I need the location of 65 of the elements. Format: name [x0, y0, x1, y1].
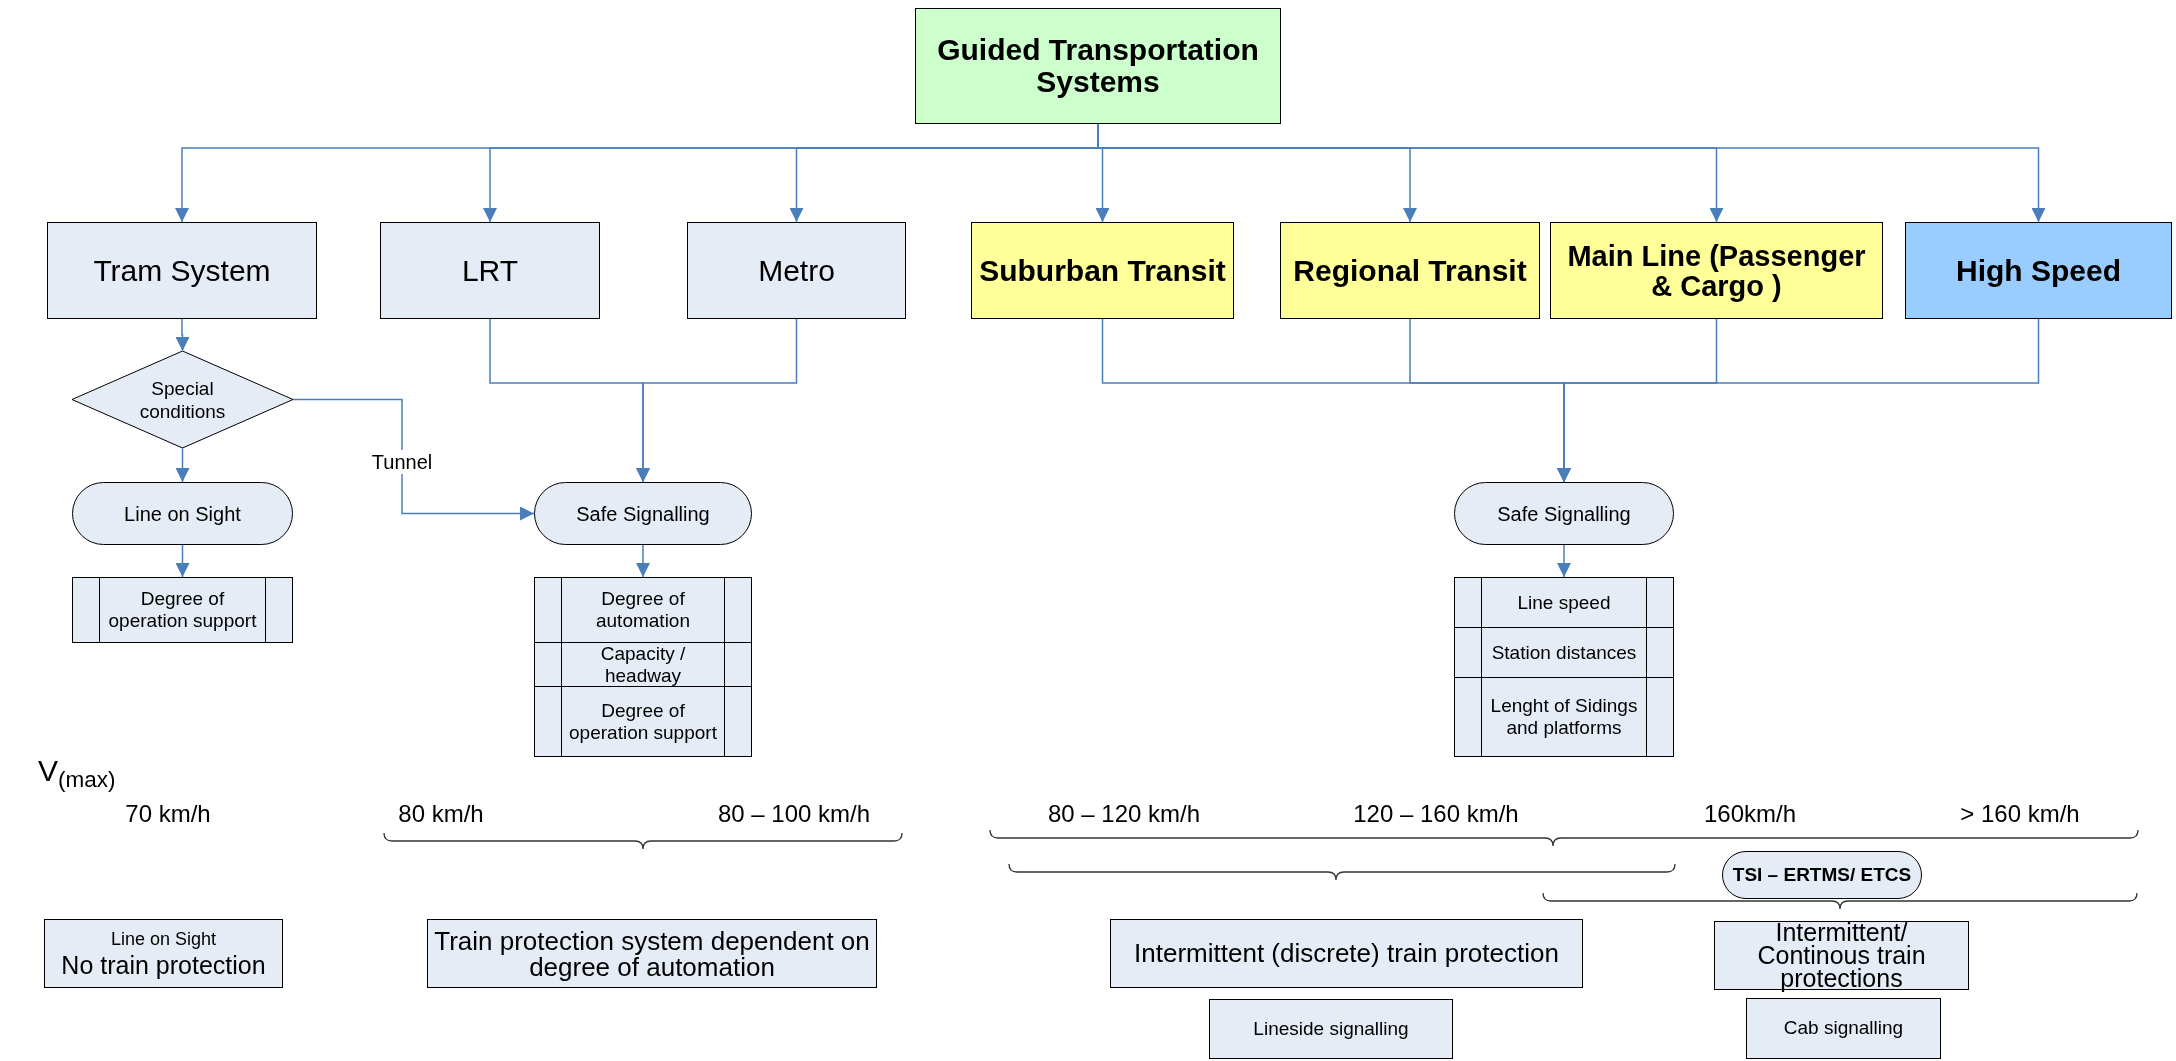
- node-label: Line on Sight: [123, 501, 242, 527]
- category-box: [380, 222, 600, 319]
- process-box: [534, 577, 752, 643]
- process-box: [1454, 577, 1674, 628]
- node-label: Main Line (Passenger & Cargo ): [1566, 240, 1867, 301]
- process-box: [72, 577, 293, 643]
- node-label: Guided Transportation Systems: [936, 34, 1260, 98]
- node-label: Intermittent/ Continous train protections: [1756, 921, 1927, 990]
- root-box: [915, 8, 1281, 124]
- speed-label: 70 km/h: [125, 799, 211, 829]
- connector-arrow: [175, 318, 190, 352]
- node-label: Cab signalling: [1782, 1016, 1905, 1041]
- node-label: Line speed: [1516, 591, 1612, 614]
- node-label: Lenght of Sidings and platforms: [1489, 695, 1639, 739]
- category-box: [1905, 222, 2172, 319]
- connector-arrow: [292, 398, 535, 521]
- node-label: TSI – ERTMS/ ETCS: [1731, 862, 1913, 887]
- node-label: LRT: [460, 253, 520, 289]
- process-box: [1454, 677, 1674, 757]
- connector-arrow: [175, 544, 190, 578]
- process-box: [1454, 627, 1674, 678]
- connector-arrow: [1557, 544, 1571, 578]
- node-label: Degree of operation support: [107, 588, 258, 632]
- node-label: Suburban Transit: [978, 253, 1227, 288]
- protection-box: [1110, 919, 1583, 988]
- axis-label: V$_{(max)}$: [38, 753, 116, 793]
- node-label: Lineside signalling: [1252, 1016, 1410, 1041]
- speed-label: 80 – 100 km/h: [717, 799, 871, 829]
- node-label: Tram System: [92, 253, 272, 288]
- speed-label: 80 – 120 km/h: [1047, 799, 1201, 829]
- node-label: High Speed: [1955, 253, 2122, 289]
- protection-box: [1714, 921, 1969, 990]
- speed-label: 120 – 160 km/h: [1353, 799, 1519, 829]
- connector-arrow: [175, 447, 190, 483]
- connector-arrow: [1557, 318, 2040, 483]
- node-label: Regional Transit: [1292, 253, 1528, 288]
- node-label: Station distances: [1490, 641, 1638, 664]
- category-box: [971, 222, 1234, 319]
- category-box: [687, 222, 906, 319]
- protection-box: [427, 919, 877, 988]
- node-label: Metro: [757, 253, 836, 289]
- node-label: Degree of operation support: [568, 699, 718, 744]
- node-label: Line on Sight: [109, 927, 218, 950]
- process-box: [534, 642, 752, 687]
- node-label: Degree of automation: [595, 588, 691, 632]
- decision-diamond: [72, 351, 293, 448]
- category-box: [47, 222, 317, 319]
- node-label: No train protection: [60, 949, 267, 980]
- connector-arrow: [636, 544, 650, 578]
- node-label: Train protection system dependent on degree of automation: [433, 927, 871, 980]
- signalling-box: [1746, 998, 1941, 1059]
- signalling-box: [1209, 999, 1453, 1059]
- protection-box: [44, 919, 283, 988]
- node-label: Safe Signalling: [575, 501, 711, 527]
- node-label: Special conditions: [138, 376, 227, 423]
- speed-label: 160km/h: [1703, 799, 1797, 829]
- process-box: [534, 686, 752, 757]
- node-label: Intermittent (discrete) train protection: [1133, 937, 1560, 970]
- connector-arrow: [636, 318, 798, 483]
- speed-label: > 160 km/h: [1960, 799, 2080, 829]
- node-label: Safe Signalling: [1496, 501, 1632, 527]
- category-box: [1280, 222, 1540, 319]
- node-label: Capacity / headway: [599, 642, 687, 687]
- speed-label: 80 km/h: [398, 799, 484, 829]
- category-box: [1550, 222, 1883, 319]
